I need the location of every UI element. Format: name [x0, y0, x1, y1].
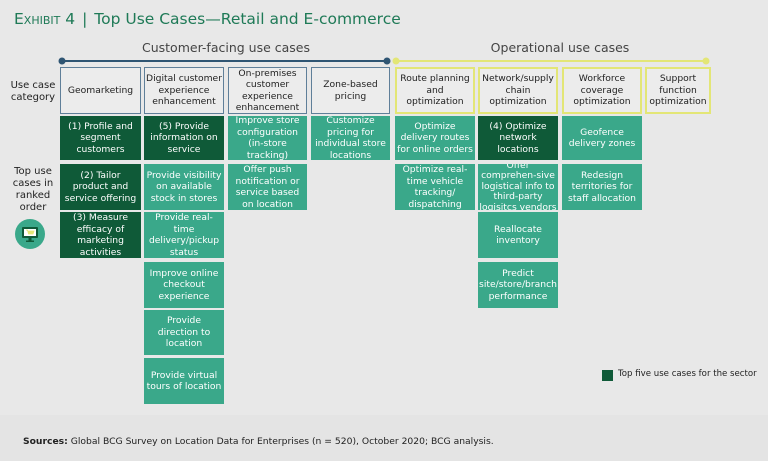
use-case-category-label: Use case category	[10, 80, 56, 103]
title-separator: |	[82, 10, 88, 28]
exhibit-number: Exhibit 4	[14, 10, 76, 28]
use-case-cell: Provide real-time delivery/pickup status	[144, 212, 224, 258]
sources-note: Sources: Global BCG Survey on Location D…	[23, 436, 494, 447]
customer-line-end-dot	[383, 57, 391, 65]
use-case-cell: Offer push notification or service based…	[228, 164, 307, 210]
category-header: Zone-based pricing	[311, 67, 390, 114]
use-case-cell: Optimize real-time vehicle tracking/ dis…	[395, 164, 475, 210]
ranked-order-label: Top use cases in ranked order	[12, 166, 54, 213]
category-header: Network/supply chain optimization	[478, 67, 558, 114]
operational-bracket-line	[396, 60, 706, 62]
use-case-cell: Offer comprehen-sive logistical info to …	[478, 164, 558, 210]
sources-text: Global BCG Survey on Location Data for E…	[70, 436, 494, 447]
category-header: On-premises customer experience enhancem…	[228, 67, 307, 114]
operational-line-end-dot	[702, 57, 710, 65]
footer-band	[0, 415, 768, 461]
use-case-cell: Geofence delivery zones	[562, 116, 642, 160]
use-case-cell: Improve online checkout experience	[144, 262, 224, 308]
legend-label: Top five use cases for the sector	[618, 369, 757, 379]
monitor-cart-svg	[22, 227, 38, 242]
shopping-cart-monitor-icon	[15, 219, 45, 249]
operational-label: Operational use cases	[490, 40, 630, 55]
use-case-cell: Provide virtual tours of location	[144, 358, 224, 404]
category-header: Support function optimization	[645, 67, 711, 114]
customer-facing-label: Customer-facing use cases	[141, 40, 311, 55]
top-five-use-case-cell: (1) Profile and segment customers	[60, 116, 141, 160]
top-five-use-case-cell: (5) Provide information on service	[144, 116, 224, 160]
use-case-cell: Improve store configuration (in-store tr…	[228, 116, 307, 160]
top-five-use-case-cell: (3) Measure efficacy of marketing activi…	[60, 212, 141, 258]
use-case-cell: Redesign territories for staff allocatio…	[562, 164, 642, 210]
top-five-use-case-cell: (4) Optimize network locations	[478, 116, 558, 160]
customer-facing-bracket-line	[62, 60, 387, 62]
category-header: Digital customer experience enhancement	[144, 67, 224, 114]
use-case-cell: Predict site/store/branch performance	[478, 262, 558, 308]
operational-line-start-dot	[392, 57, 400, 65]
category-header: Route planning and optimization	[395, 67, 475, 114]
use-case-cell: Optimize delivery routes for online orde…	[395, 116, 475, 160]
title-text: Top Use Cases—Retail and E-commerce	[94, 10, 401, 28]
category-header: Geomarketing	[60, 67, 141, 114]
use-case-cell: Reallocate inventory	[478, 212, 558, 258]
exhibit-title: Exhibit 4 | Top Use Cases—Retail and E-c…	[14, 10, 401, 28]
sources-label: Sources:	[23, 436, 68, 447]
legend-swatch-top-five	[602, 370, 613, 381]
category-header: Workforce coverage optimization	[562, 67, 642, 114]
use-case-cell: Provide direction to location	[144, 310, 224, 355]
use-case-cell: Provide visibility on available stock in…	[144, 164, 224, 210]
customer-line-start-dot	[58, 57, 66, 65]
use-case-cell: Customize pricing for individual store l…	[311, 116, 390, 160]
top-five-use-case-cell: (2) Tailor product and service offering	[60, 164, 141, 210]
